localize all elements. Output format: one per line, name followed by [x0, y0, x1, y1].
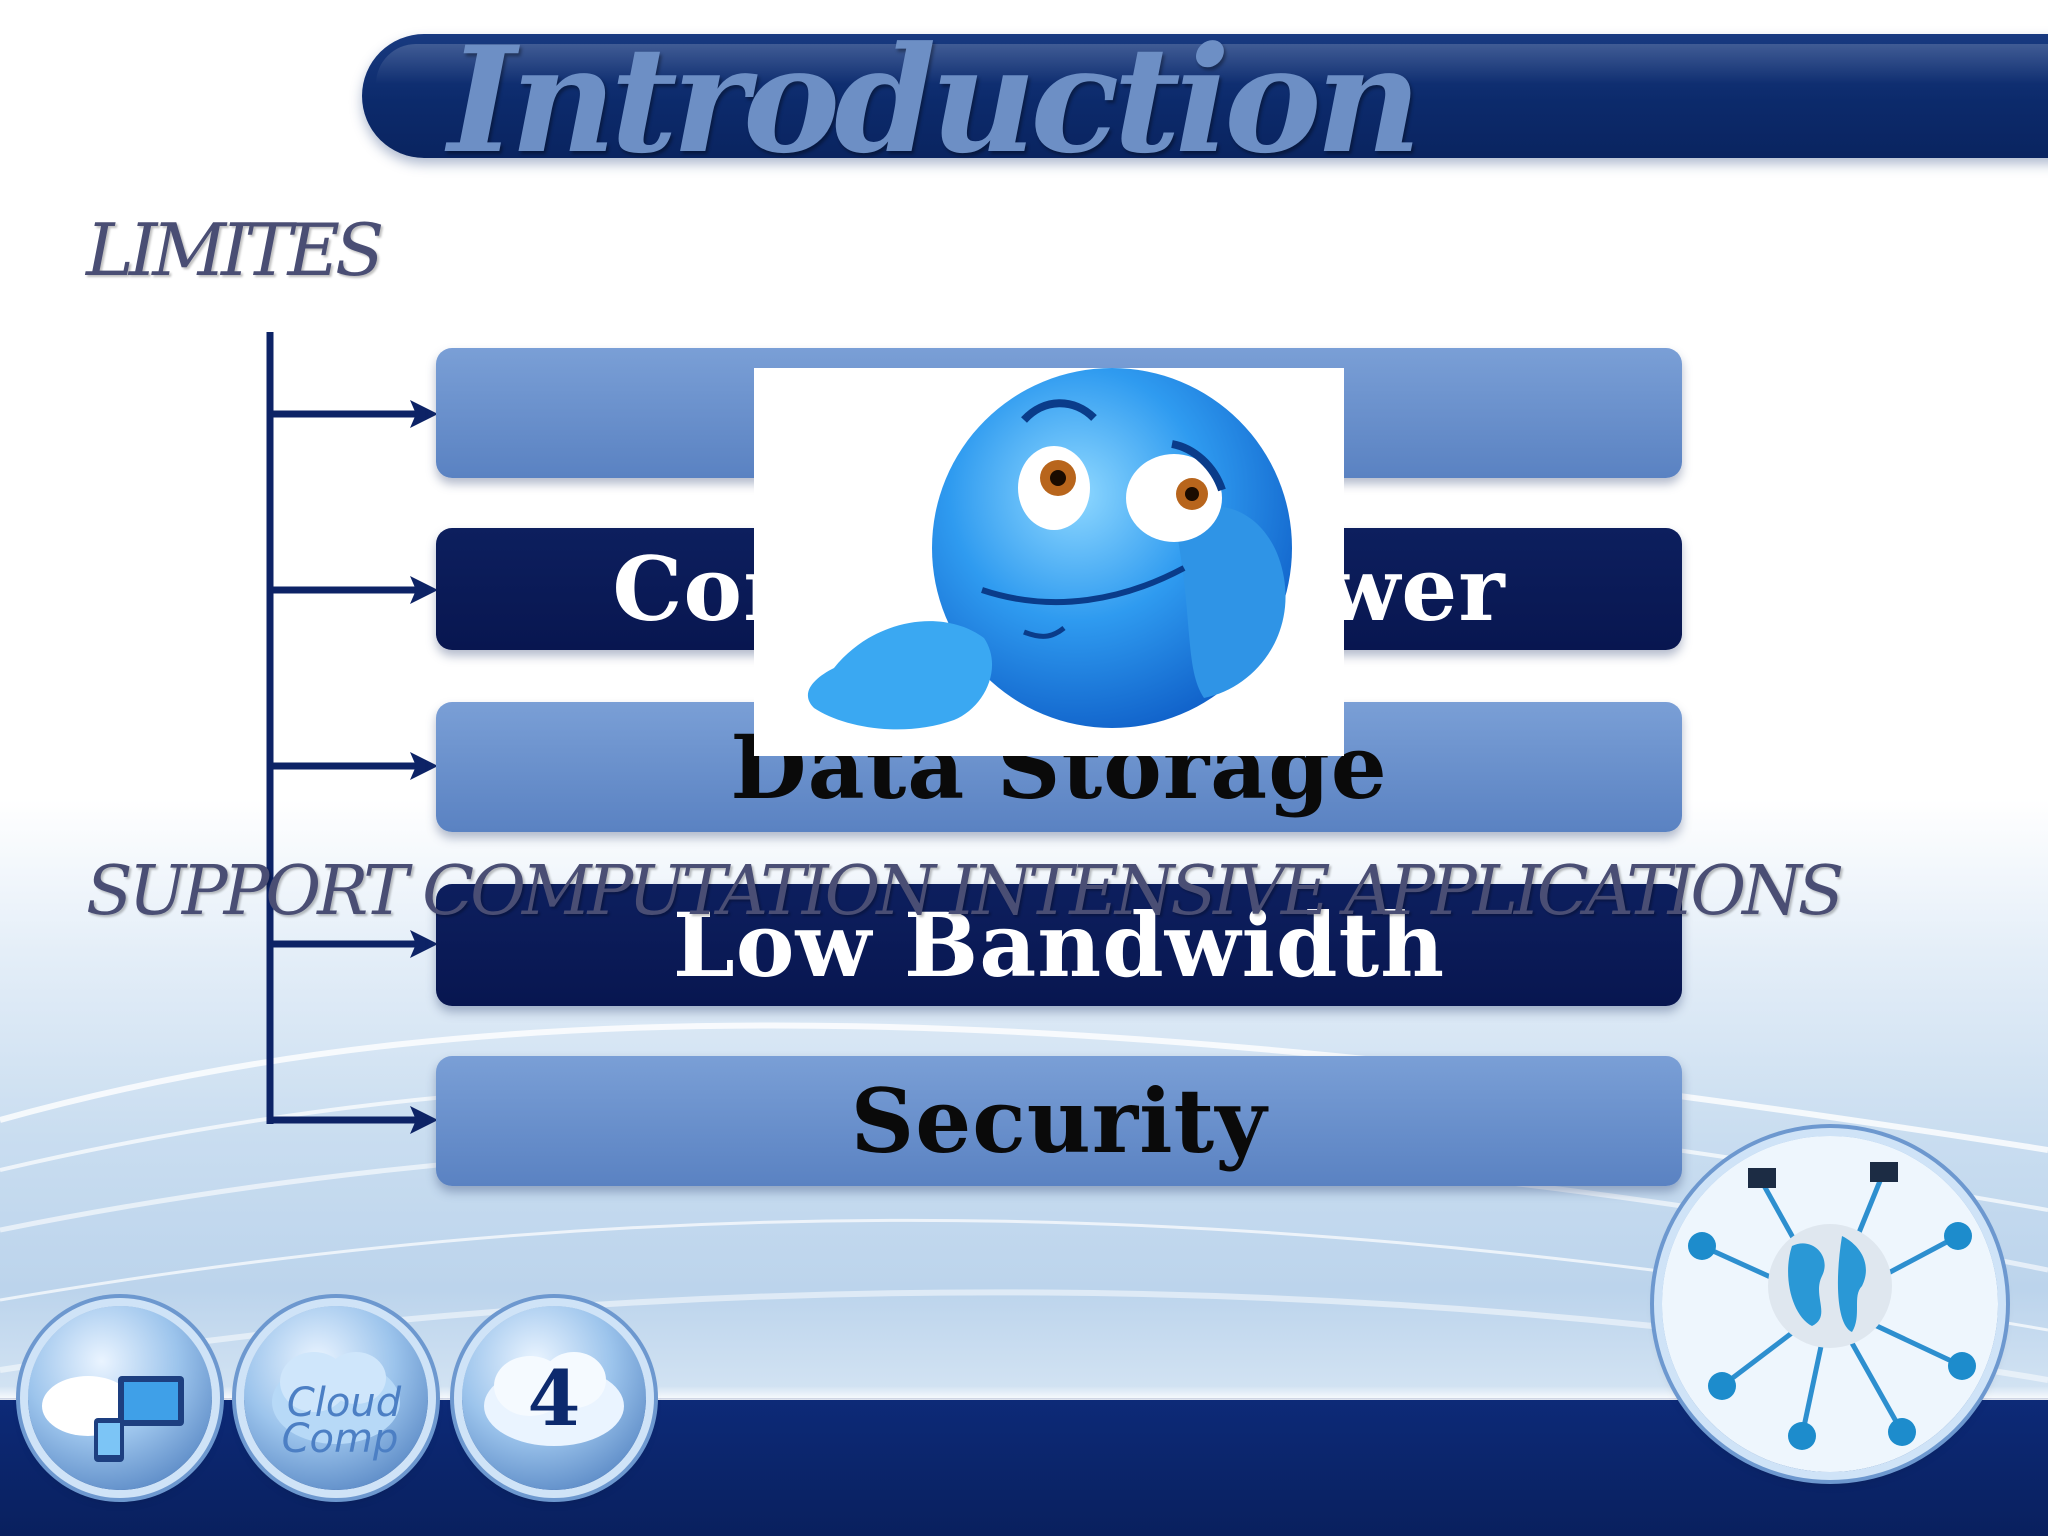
arrow-icon	[410, 400, 438, 428]
arrow-icon	[410, 752, 438, 780]
overlay-label: SUPPORT COMPUTATION INTENSIVE APPLICATIO…	[86, 852, 1844, 931]
section-label: LIMITES	[86, 208, 384, 292]
page-number: 4	[527, 1353, 581, 1443]
title-bar	[362, 34, 2048, 158]
arrow-icon	[410, 930, 438, 958]
network-globe-icon	[1662, 1136, 1998, 1472]
arrow-icon	[410, 1106, 438, 1134]
svg-text:Cloud: Cloud	[287, 1380, 402, 1426]
limit-box-security: Security	[436, 1056, 1682, 1186]
arrow-icon	[410, 576, 438, 604]
worried-emoji-icon	[754, 368, 1348, 756]
svg-text:Comp: Comp	[282, 1416, 399, 1462]
cloud-page-icon: 4	[462, 1306, 646, 1490]
cloud-devices-icon	[28, 1306, 212, 1490]
slide-title: Introduction	[448, 15, 1422, 186]
cloud-computing-logo: Cloud Comp	[244, 1306, 428, 1490]
limit-box-low-bandwidth: Low Bandwidth	[436, 884, 1682, 1006]
